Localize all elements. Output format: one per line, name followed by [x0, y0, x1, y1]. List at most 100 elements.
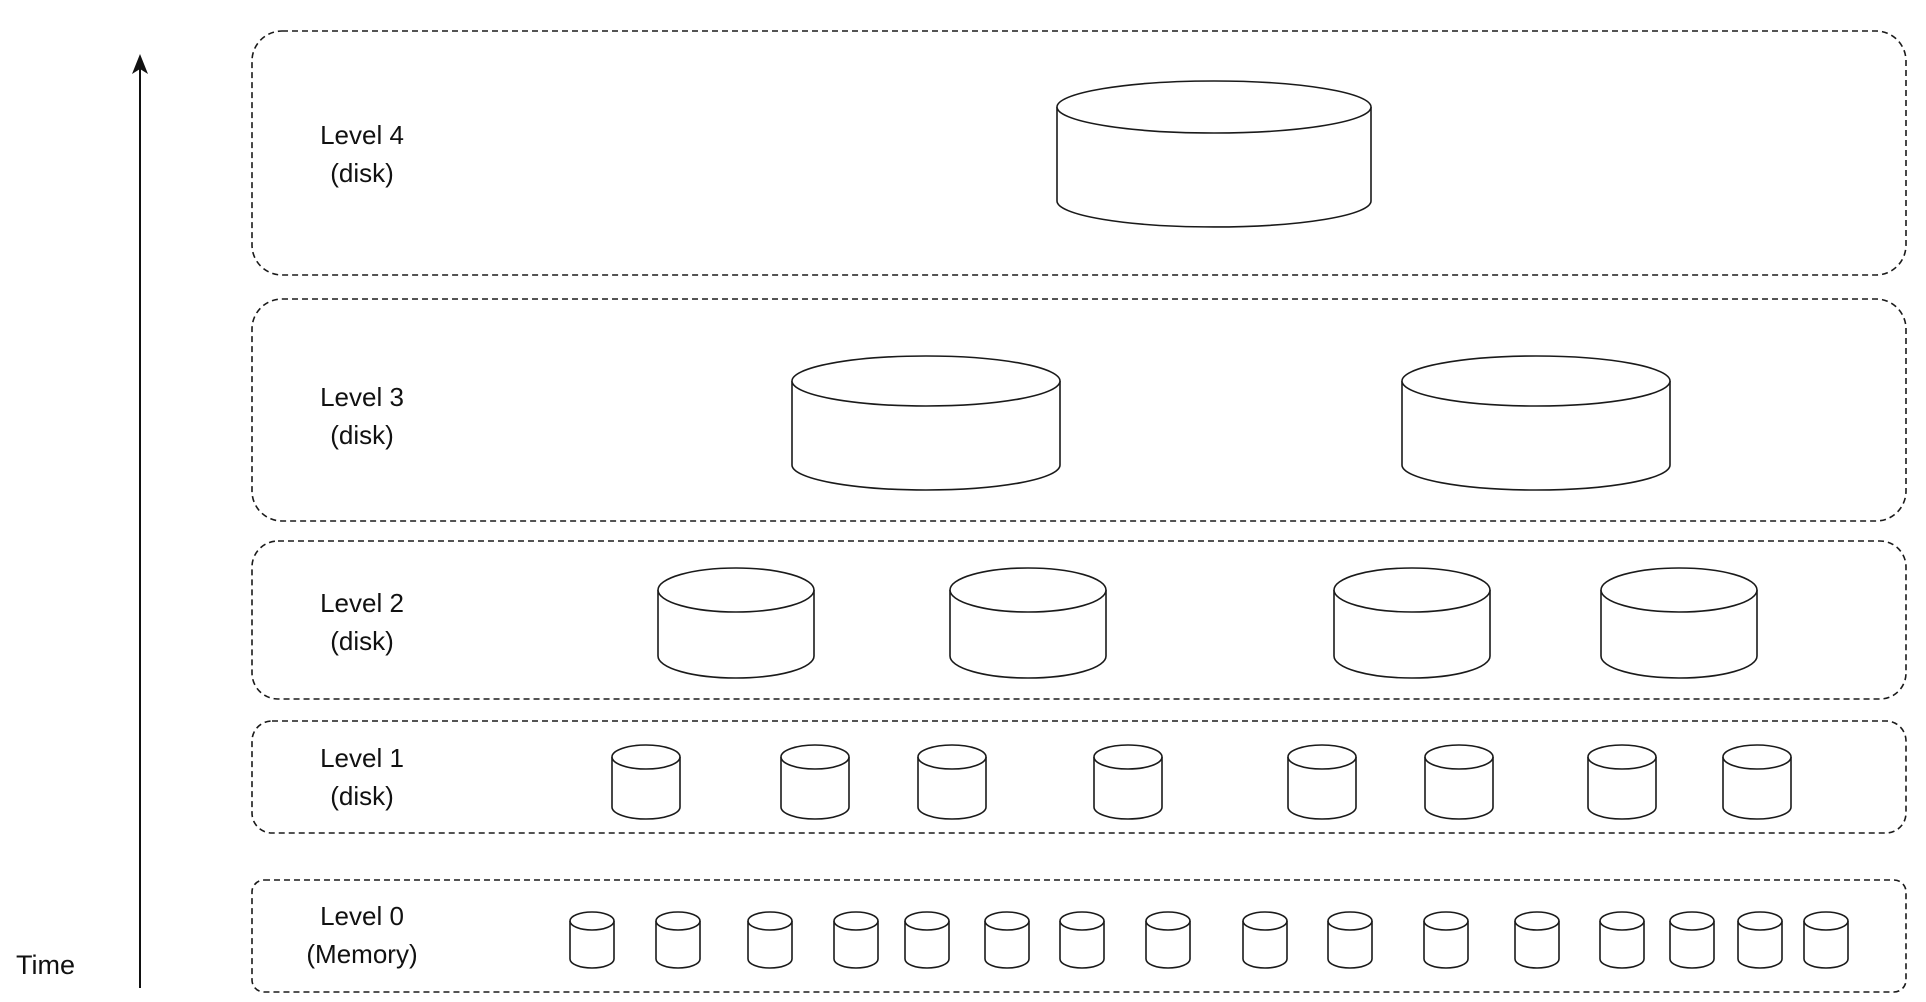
- cylinder-top: [1093, 744, 1163, 770]
- cylinder-top: [1327, 911, 1373, 931]
- cylinder-top: [1145, 911, 1191, 931]
- cylinder-icon: [1287, 744, 1357, 820]
- cylinder-icon: [569, 911, 615, 969]
- cylinder-body: [657, 590, 815, 679]
- time-axis-label: Time: [16, 950, 75, 980]
- cylinder-icon: [1737, 911, 1783, 969]
- cylinder-top: [1737, 911, 1783, 931]
- cylinder-top: [657, 567, 815, 613]
- cylinder-icon: [791, 355, 1061, 491]
- cylinder-icon: [833, 911, 879, 969]
- cylinder-top: [1514, 911, 1560, 931]
- arrow-up-icon: [132, 54, 148, 74]
- cylinder-body: [780, 757, 850, 820]
- cylinder-top: [904, 911, 950, 931]
- level-3-group: Level 3 (disk): [251, 298, 1907, 522]
- cylinder-top: [655, 911, 701, 931]
- level-1-title: Level 1: [320, 743, 404, 773]
- cylinder-icon: [1056, 80, 1372, 228]
- cylinder-top: [1803, 911, 1849, 931]
- cylinder-body: [1333, 590, 1491, 679]
- level-3-title: Level 3: [320, 382, 404, 412]
- cylinder-body: [1587, 757, 1657, 820]
- cylinder-icon: [984, 911, 1030, 969]
- cylinder-icon: [780, 744, 850, 820]
- cylinder-body: [1242, 921, 1288, 969]
- cylinder-top: [1401, 355, 1671, 407]
- cylinder-top: [780, 744, 850, 770]
- cylinder-top: [949, 567, 1107, 613]
- cylinder-top: [1600, 567, 1758, 613]
- cylinder-body: [1722, 757, 1792, 820]
- cylinder-top: [1059, 911, 1105, 931]
- level-0-medium: (Memory): [306, 939, 417, 969]
- cylinder-icon: [1669, 911, 1715, 969]
- cylinder-body: [655, 921, 701, 969]
- cylinder-body: [1803, 921, 1849, 969]
- cylinder-icon: [1423, 911, 1469, 969]
- cylinder-body: [791, 381, 1061, 491]
- time-axis: Time: [16, 54, 148, 988]
- level-0-cylinders: [569, 911, 1849, 969]
- cylinder-icon: [1242, 911, 1288, 969]
- level-2-cylinders: [657, 567, 1758, 679]
- cylinder-icon: [1722, 744, 1792, 820]
- level-3-medium: (disk): [330, 420, 394, 450]
- cylinder-icon: [1333, 567, 1491, 679]
- level-4-group: Level 4 (disk): [251, 30, 1907, 276]
- level-1-cylinders: [611, 744, 1792, 820]
- level-0-group: Level 0 (Memory): [251, 879, 1907, 993]
- cylinder-icon: [655, 911, 701, 969]
- cylinder-icon: [1059, 911, 1105, 969]
- cylinder-body: [1401, 381, 1671, 491]
- cylinder-body: [1423, 921, 1469, 969]
- cylinder-body: [1514, 921, 1560, 969]
- cylinder-top: [833, 911, 879, 931]
- level-2-title: Level 2: [320, 588, 404, 618]
- cylinder-body: [1056, 107, 1372, 228]
- cylinder-body: [1737, 921, 1783, 969]
- level-4-title: Level 4: [320, 120, 404, 150]
- cylinder-body: [904, 921, 950, 969]
- level-0-title: Level 0: [320, 901, 404, 931]
- cylinder-body: [1287, 757, 1357, 820]
- cylinder-top: [1423, 911, 1469, 931]
- level-1-group: Level 1 (disk): [251, 720, 1907, 834]
- cylinder-body: [1059, 921, 1105, 969]
- cylinder-body: [1145, 921, 1191, 969]
- cylinder-top: [1587, 744, 1657, 770]
- cylinder-body: [984, 921, 1030, 969]
- cylinder-body: [1599, 921, 1645, 969]
- cylinder-icon: [917, 744, 987, 820]
- cylinder-top: [984, 911, 1030, 931]
- cylinder-icon: [904, 911, 950, 969]
- cylinder-body: [949, 590, 1107, 679]
- cylinder-body: [917, 757, 987, 820]
- cylinder-top: [791, 355, 1061, 407]
- cylinder-icon: [1401, 355, 1671, 491]
- cylinder-body: [1093, 757, 1163, 820]
- cylinder-icon: [1599, 911, 1645, 969]
- level-2-group: Level 2 (disk): [251, 540, 1907, 700]
- cylinder-icon: [949, 567, 1107, 679]
- cylinder-top: [1056, 80, 1372, 134]
- cylinder-top: [611, 744, 681, 770]
- cylinder-body: [1327, 921, 1373, 969]
- cylinder-body: [1600, 590, 1758, 679]
- cylinder-top: [569, 911, 615, 931]
- cylinder-icon: [1803, 911, 1849, 969]
- cylinder-icon: [1587, 744, 1657, 820]
- cylinder-top: [1599, 911, 1645, 931]
- level-2-medium: (disk): [330, 626, 394, 656]
- level-1-medium: (disk): [330, 781, 394, 811]
- cylinder-icon: [611, 744, 681, 820]
- cylinder-top: [747, 911, 793, 931]
- cylinder-body: [1669, 921, 1715, 969]
- cylinder-top: [1333, 567, 1491, 613]
- level-4-medium: (disk): [330, 158, 394, 188]
- level-3-cylinders: [791, 355, 1671, 491]
- cylinder-top: [1722, 744, 1792, 770]
- cylinder-icon: [1145, 911, 1191, 969]
- cylinder-top: [917, 744, 987, 770]
